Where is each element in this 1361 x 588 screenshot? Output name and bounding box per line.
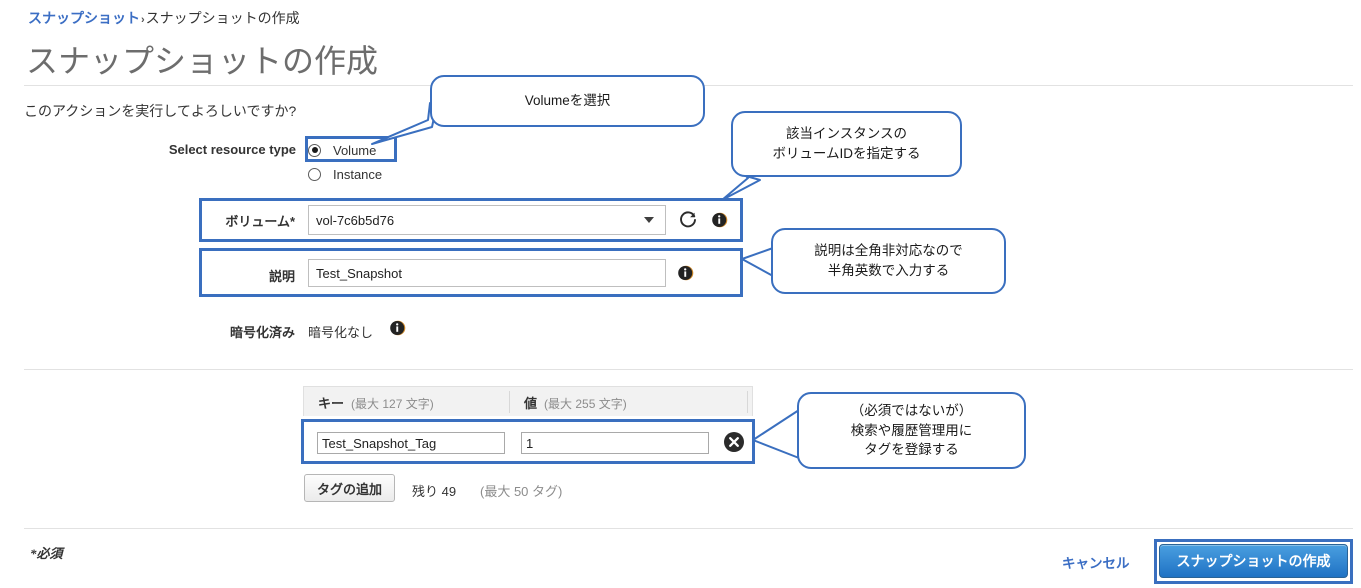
tag-max-hint: (最大 50 タグ): [480, 484, 563, 499]
tag-remaining-count: 残り 49: [412, 484, 457, 499]
divider-above-tags: [24, 369, 1353, 370]
volume-label: ボリューム*: [225, 214, 295, 229]
radio-option-instance[interactable]: Instance: [308, 162, 382, 186]
chevron-down-icon[interactable]: [644, 217, 654, 223]
tag-value-input[interactable]: [521, 432, 709, 454]
radio-volume-icon[interactable]: [308, 143, 321, 157]
divider-above-footer: [24, 528, 1353, 529]
annotation-text-line-2: 半角英数で入力する: [827, 263, 950, 278]
volume-select-input[interactable]: [308, 205, 666, 235]
tag-key-column-header: キー (最大 127 文字): [318, 393, 434, 412]
tag-value-title: 値: [524, 396, 538, 411]
cancel-button[interactable]: キャンセル: [1062, 556, 1130, 571]
info-icon[interactable]: [678, 265, 694, 281]
annotation-callout-volume-id: 該当インスタンスの ボリュームIDを指定する: [731, 111, 962, 177]
annotation-text-line-3: タグを登録する: [864, 442, 959, 458]
radio-instance-label: Instance: [333, 166, 383, 182]
breadcrumb-parent-link[interactable]: スナップショット: [28, 10, 140, 26]
breadcrumb-current: スナップショットの作成: [145, 10, 300, 26]
add-tag-button[interactable]: タグの追加: [304, 474, 396, 502]
radio-option-volume[interactable]: Volume: [308, 138, 382, 162]
resource-type-radio-group: Volume Instance: [308, 138, 382, 186]
annotation-callout-select-volume: Volumeを選択: [430, 75, 705, 127]
column-divider: [509, 391, 510, 413]
tag-key-hint: (最大 127 文字): [351, 397, 434, 411]
info-icon[interactable]: [390, 320, 406, 336]
annotation-text-line-1: （必須ではないが）: [850, 403, 973, 419]
create-snapshot-button[interactable]: スナップショットの作成: [1159, 544, 1348, 578]
encrypted-value: 暗号化なし: [308, 325, 374, 340]
annotation-text-line-2: 検索や履歴管理用に: [850, 422, 973, 438]
encrypted-label: 暗号化済み: [229, 325, 295, 340]
column-divider: [747, 391, 748, 413]
required-field-note: *必須: [30, 546, 63, 561]
annotation-text: Volumeを選択: [524, 93, 611, 109]
annotation-callout-tag-hint: （必須ではないが） 検索や履歴管理用に タグを登録する: [797, 392, 1026, 469]
tag-key-title: キー: [318, 396, 345, 411]
tag-table-header: キー (最大 127 文字) 値 (最大 255 文字): [303, 386, 753, 416]
tag-value-hint: (最大 255 文字): [544, 397, 627, 411]
annotation-text-line-2: ボリュームIDを指定する: [772, 146, 921, 161]
table-row: [303, 420, 753, 466]
annotation-text-line-1: 該当インスタンスの: [786, 126, 907, 142]
tag-key-input[interactable]: [317, 432, 505, 454]
radio-instance-icon[interactable]: [308, 167, 321, 181]
description-input[interactable]: [308, 259, 666, 287]
annotation-text-line-1: 説明は全角非対応なので: [814, 243, 963, 259]
resource-type-label: Select resource type: [168, 142, 296, 157]
breadcrumb-separator: ›: [141, 14, 145, 26]
annotation-callout-description-hint: 説明は全角非対応なので 半角英数で入力する: [771, 228, 1006, 294]
breadcrumb: スナップショット›スナップショットの作成: [28, 8, 300, 28]
confirm-question: このアクションを実行してよろしいですか?: [24, 103, 297, 119]
tag-value-column-header: 値 (最大 255 文字): [524, 393, 627, 412]
info-icon[interactable]: [712, 212, 728, 228]
description-label: 説明: [268, 269, 295, 284]
remove-tag-icon[interactable]: [723, 431, 745, 453]
page-title: スナップショットの作成: [26, 43, 379, 79]
radio-volume-label: Volume: [333, 142, 377, 158]
refresh-icon[interactable]: [678, 210, 698, 230]
